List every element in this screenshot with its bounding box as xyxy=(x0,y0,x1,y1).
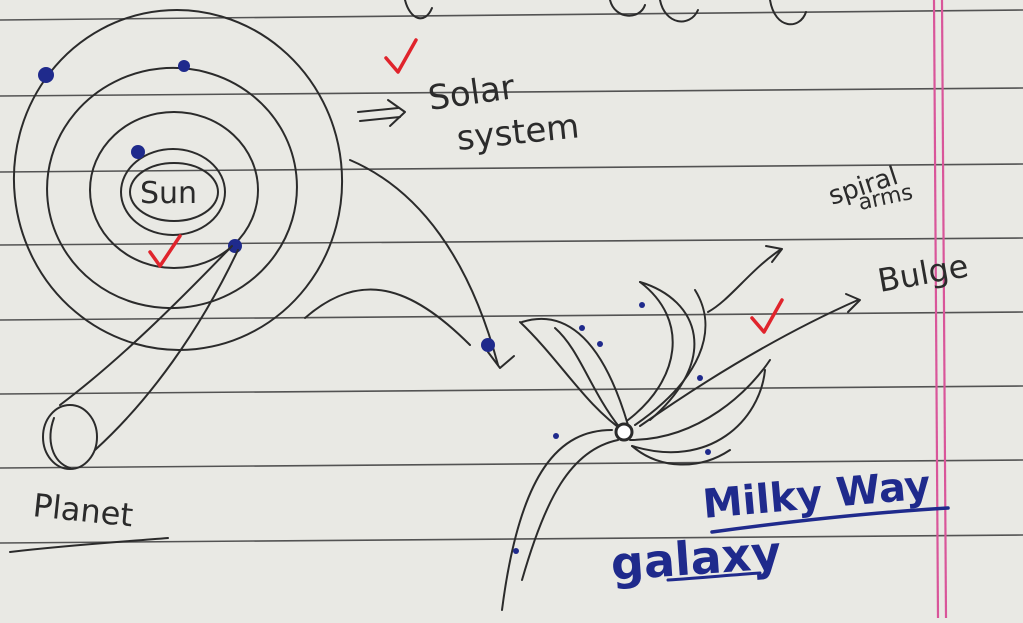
galaxy-core xyxy=(616,424,632,440)
galaxy-sun-dot xyxy=(481,338,495,352)
planet-dot-outer xyxy=(38,67,54,83)
planet-dot-1 xyxy=(131,145,145,159)
sun-label: Sun xyxy=(140,176,197,211)
planet-dot-2 xyxy=(228,239,242,253)
planet-dot-3 xyxy=(178,60,190,72)
